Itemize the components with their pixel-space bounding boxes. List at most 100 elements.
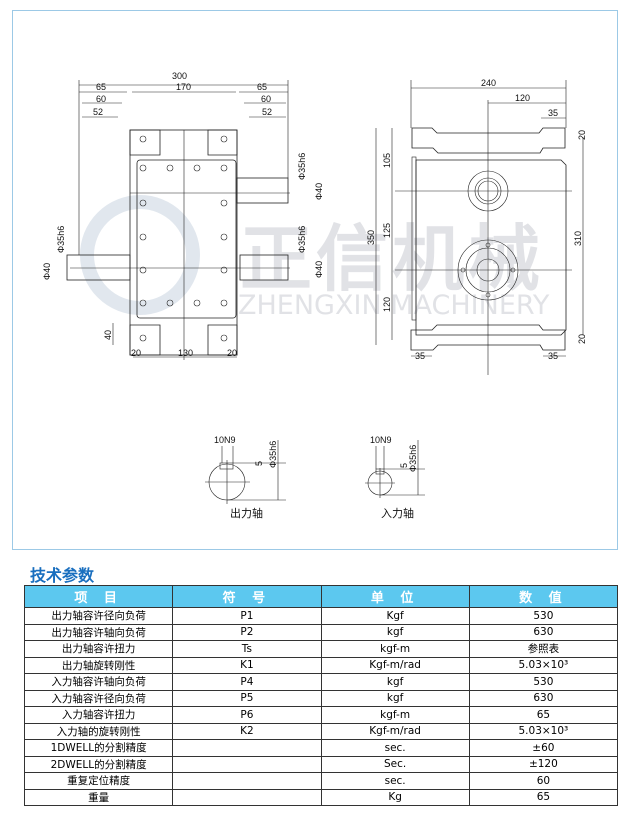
header-symbol: 符 号: [172, 585, 322, 608]
cell-unit: kgf-m: [320, 706, 470, 724]
cell-unit: Kg: [320, 788, 470, 806]
dim-35-right: 35: [548, 351, 558, 361]
header-value: 数 值: [468, 585, 619, 608]
cell-unit: Kgf: [320, 607, 470, 625]
output-diameter: Φ35h6: [268, 441, 278, 468]
cell-symbol: P1: [172, 607, 322, 625]
dim-120-top: 120: [515, 93, 530, 103]
cell-symbol: K1: [172, 656, 322, 674]
cell-symbol: [172, 772, 322, 790]
dim-130: 130: [178, 348, 193, 358]
cell-symbol: P4: [172, 673, 322, 691]
dim-350: 350: [366, 230, 376, 245]
dim-60-right: 60: [261, 94, 271, 104]
cell-unit: sec.: [320, 739, 470, 757]
dim-52-right: 52: [262, 107, 272, 117]
cell-item: 1DWELL的分割精度: [23, 739, 174, 757]
cell-value: 5.03×10³: [468, 722, 619, 740]
cell-unit: Kgf-m/rad: [320, 656, 470, 674]
cell-unit: kgf: [320, 623, 470, 641]
cell-symbol: [172, 788, 322, 806]
cell-symbol: P2: [172, 623, 322, 641]
dim-20-right: 20: [227, 348, 237, 358]
dim-105: 105: [382, 153, 392, 168]
cell-value: ±60: [468, 739, 619, 757]
header-item: 项 目: [23, 585, 174, 608]
section-title: 技术参数: [30, 566, 95, 585]
output-key-depth: 5: [254, 461, 264, 466]
dim-40: 40: [103, 330, 113, 340]
dim-240: 240: [481, 78, 496, 88]
cell-value: 65: [468, 788, 619, 806]
dim-phi40-lower: Φ40: [314, 261, 324, 278]
cell-item: 入力轴容许轴向负荷: [23, 673, 174, 691]
cell-value: 530: [468, 673, 619, 691]
cell-item: 重复定位精度: [23, 772, 174, 790]
table-row: 2DWELL的分割精度 Sec.±120: [23, 755, 619, 773]
dim-phi40-upper: Φ40: [314, 183, 324, 200]
dim-phi35-upper: Φ35h6: [297, 153, 307, 180]
cell-value: 530: [468, 607, 619, 625]
dim-phi40-left: Φ40: [42, 263, 52, 280]
cell-unit: Sec.: [320, 755, 470, 773]
output-shaft-section: 10N9 5 Φ35h6 出力轴: [205, 435, 286, 520]
dim-65-right: 65: [257, 82, 267, 92]
dim-20-left: 20: [131, 348, 141, 358]
cell-unit: Kgf-m/rad: [320, 722, 470, 740]
output-shaft-label: 出力轴: [230, 506, 263, 520]
dim-phi35-left: Φ35h6: [56, 226, 66, 253]
dim-120-vertical: 120: [382, 297, 392, 312]
cell-item: 出力轴容许轴向负荷: [23, 623, 174, 641]
cell-value: ±120: [468, 755, 619, 773]
dim-phi35-lower: Φ35h6: [297, 226, 307, 253]
cell-value: 630: [468, 623, 619, 641]
cell-symbol: [172, 739, 322, 757]
cell-value: 参照表: [468, 640, 619, 658]
cell-symbol: K2: [172, 722, 322, 740]
input-key-width: 10N9: [370, 435, 392, 445]
cell-value: 5.03×10³: [468, 656, 619, 674]
dim-20-bottom: 20: [577, 334, 587, 344]
input-shaft-label: 入力轴: [381, 506, 414, 520]
cell-unit: kgf: [320, 689, 470, 707]
table-header: 项 目 符 号 单 位 数 值: [23, 585, 619, 608]
cell-item: 重量: [23, 788, 174, 806]
dim-35-left: 35: [415, 351, 425, 361]
cell-unit: kgf: [320, 673, 470, 691]
dim-65-left: 65: [96, 82, 106, 92]
cell-unit: kgf-m: [320, 640, 470, 658]
cell-item: 入力轴容许径向负荷: [23, 689, 174, 707]
side-view: 240 120 35 20 350 105 125 120 310 20 35 …: [366, 78, 587, 375]
input-shaft-section: 10N9 5 Φ35h6 入力轴: [365, 435, 425, 520]
dim-35-top: 35: [548, 108, 558, 118]
cell-symbol: [172, 755, 322, 773]
cell-item: 出力轴旋转刚性: [23, 656, 174, 674]
dim-52-left: 52: [93, 107, 103, 117]
cell-item: 2DWELL的分割精度: [23, 755, 174, 773]
cell-item: 出力轴容许扭力: [23, 640, 174, 658]
cell-value: 60: [468, 772, 619, 790]
cell-symbol: P6: [172, 706, 322, 724]
dim-125: 125: [382, 223, 392, 238]
cell-item: 入力轴的旋转刚性: [23, 722, 174, 740]
cell-item: 出力轴容许径向负荷: [23, 607, 174, 625]
drawing-frame: [12, 10, 618, 550]
cell-value: 630: [468, 689, 619, 707]
cell-item: 入力轴容许扭力: [23, 706, 174, 724]
header-unit: 单 位: [320, 585, 470, 608]
dim-60-left: 60: [96, 94, 106, 104]
input-key-depth: 5: [399, 463, 409, 468]
technical-drawing: 300 65 170 65 60 60 52 52 Φ35h6 Φ40 Φ35h…: [42, 71, 587, 520]
dim-170: 170: [176, 82, 191, 92]
